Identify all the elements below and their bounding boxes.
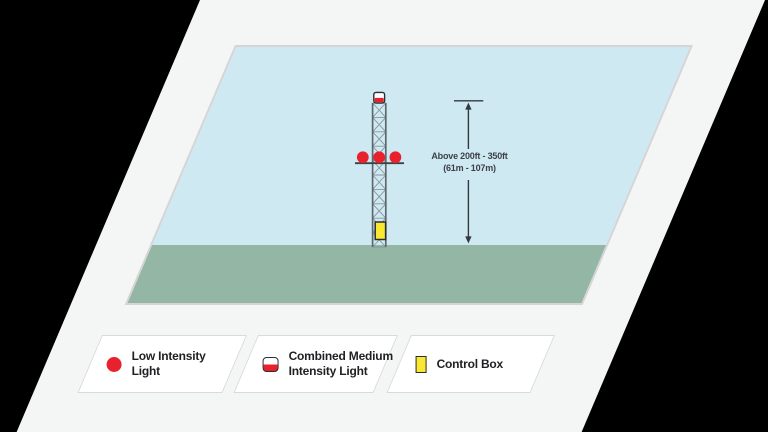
legend-item-combined-medium-intensity-light: Combined Medium Intensity Light (233, 335, 398, 393)
legend-item-content: Low Intensity Light (103, 336, 246, 392)
legend-item-control-box: Control Box (386, 335, 555, 393)
control-box-icon (415, 355, 427, 373)
ground (127, 245, 607, 303)
height-annotation-line2: (61m - 107m) (443, 162, 496, 173)
legend-label: Control Box (436, 356, 504, 371)
legend-label: Low Intensity Light (131, 349, 206, 378)
combined-medium-intensity-light-icon (262, 356, 279, 372)
legend-item-content: Control Box (412, 336, 554, 392)
height-annotation-line1: Above 200ft - 350ft (431, 151, 508, 161)
legend-item-low-intensity-light: Low Intensity Light (77, 335, 247, 393)
low-intensity-light-icon (106, 356, 122, 372)
legend-label: Combined Medium Intensity Light (288, 349, 393, 378)
height-annotation: Above 200ft - 350ft (61m - 107m) (412, 151, 527, 174)
legend-item-content: Combined Medium Intensity Light (259, 336, 397, 392)
